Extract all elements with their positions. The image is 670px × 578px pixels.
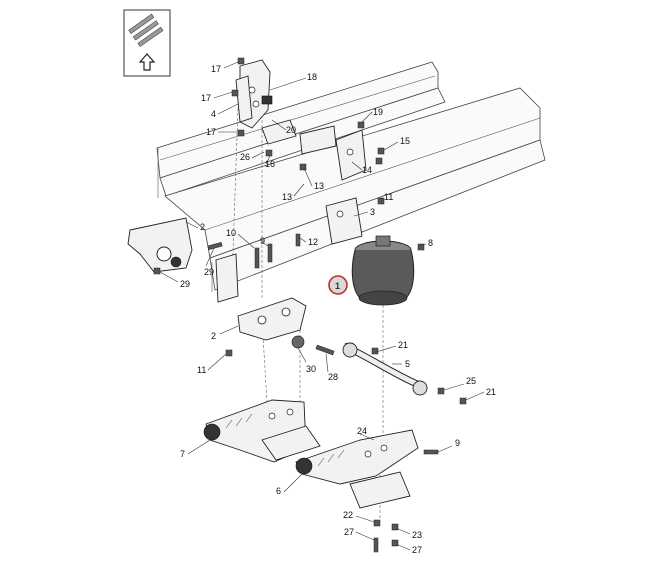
label-24: 24 xyxy=(357,426,367,436)
label-2a: 2 xyxy=(200,222,205,232)
label-9a: 9 xyxy=(260,236,265,246)
label-11b: 11 xyxy=(197,365,206,375)
label-10: 10 xyxy=(226,228,236,238)
label-13b: 13 xyxy=(282,192,292,202)
trailing-arm-front xyxy=(295,429,439,485)
label-7: 7 xyxy=(180,449,185,459)
left-hanger-bracket xyxy=(127,217,223,275)
label-17c: 17 xyxy=(206,127,216,137)
label-2b: 2 xyxy=(211,331,216,341)
label-8: 8 xyxy=(428,238,433,248)
label-13a: 13 xyxy=(314,181,324,191)
label-20: 20 xyxy=(286,125,296,135)
torque-rod xyxy=(342,342,467,405)
frame-crossmember-plate xyxy=(215,253,239,303)
leader-lines xyxy=(159,61,485,551)
label-14: 14 xyxy=(362,165,372,175)
label-29b: 29 xyxy=(180,279,190,289)
part-number-labels: 17 18 17 4 17 20 19 15 26 16 14 13 13 11… xyxy=(180,64,496,555)
label-28: 28 xyxy=(328,372,338,382)
label-16: 16 xyxy=(265,159,275,169)
label-25: 25 xyxy=(466,376,476,386)
label-23: 23 xyxy=(412,530,422,540)
lower-fasteners xyxy=(373,519,399,553)
label-3: 3 xyxy=(370,207,375,217)
label-17b: 17 xyxy=(201,93,211,103)
label-12: 12 xyxy=(308,237,318,247)
label-5: 5 xyxy=(405,359,410,369)
label-6: 6 xyxy=(276,486,281,496)
orientation-icon xyxy=(123,9,171,77)
label-26: 26 xyxy=(240,152,250,162)
label-15: 15 xyxy=(400,136,410,146)
axle-seat-plates xyxy=(261,425,411,509)
label-30: 30 xyxy=(306,364,316,374)
spring-mount-bracket xyxy=(325,197,385,245)
label-18: 18 xyxy=(307,72,317,82)
label-27a: 27 xyxy=(344,527,354,537)
label-21a: 21 xyxy=(398,340,408,350)
label-19: 19 xyxy=(373,107,383,117)
label-11a: 11 xyxy=(384,192,393,202)
chassis-frame-rails xyxy=(156,61,546,292)
vertical-bolts xyxy=(254,233,301,269)
lower-pivot-bracket xyxy=(225,297,307,357)
label-21b: 21 xyxy=(486,387,496,397)
label-4: 4 xyxy=(211,109,216,119)
label-29a: 29 xyxy=(204,267,214,277)
upper-mounting-bracket xyxy=(231,57,337,171)
pivot-bushing xyxy=(291,335,335,356)
label-17a: 17 xyxy=(211,64,221,74)
air-spring xyxy=(351,235,425,306)
label-22: 22 xyxy=(343,510,353,520)
callout-label-1: 1 xyxy=(335,281,340,291)
label-9b: 9 xyxy=(455,438,460,448)
highlighted-part-callout[interactable]: 1 xyxy=(328,275,348,295)
label-27b: 27 xyxy=(412,545,422,555)
